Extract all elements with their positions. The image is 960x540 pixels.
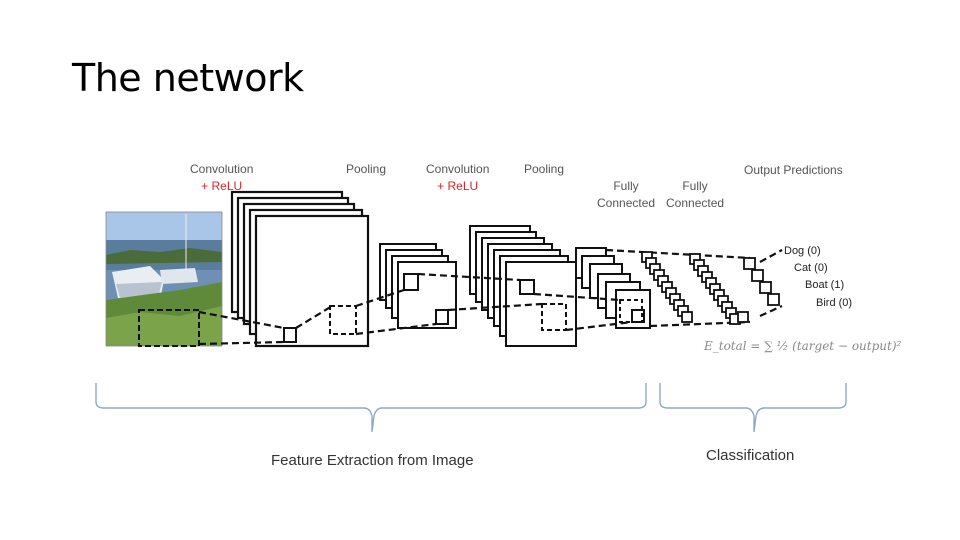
stage-header-fully-connected-2: Fully Connected [666,161,724,212]
stage-label: Convolution [190,162,254,176]
connection-lines [198,248,783,346]
output-neurons [743,257,780,306]
pool2-feature-maps [575,247,651,329]
pool1-feature-maps [379,243,457,329]
conv1-feature-maps [230,190,370,348]
stage-header-convolution-1: Convolution + ReLU [190,161,253,195]
loss-formula: E_total = ∑ ½ (target − output)² [704,339,902,353]
stage-header-output-predictions: Output Predictions [744,162,843,179]
stage-header-pooling-2: Pooling [524,161,564,178]
stage-header-fully-connected-1: Fully Connected [597,161,655,212]
group-brackets [95,383,847,433]
output-label-boat: Boat (1) [805,279,845,291]
stage-label: Fully Connected [666,179,725,210]
output-label-cat: Cat (0) [794,262,828,274]
feature-extraction-bracket [95,383,647,433]
relu-label: + ReLU [437,179,479,193]
fc1-neurons [641,251,693,323]
fc2-neurons [689,253,749,325]
feature-extraction-label: Feature Extraction from Image [271,452,474,469]
slide-title: The network [72,56,304,100]
classification-bracket [659,383,847,433]
relu-label: + ReLU [201,179,243,193]
stage-header-pooling-1: Pooling [346,161,386,178]
stage-label: Pooling [346,162,387,176]
stage-header-convolution-2: Convolution + ReLU [426,161,489,195]
stage-label: Output Predictions [744,163,843,177]
output-label-bird: Bird (0) [816,297,853,309]
conv2-feature-maps [469,225,577,347]
stage-label: Fully Connected [597,179,656,210]
stage-label: Convolution [426,162,490,176]
classification-label: Classification [706,447,795,464]
input-image [105,211,223,347]
stage-label: Pooling [524,162,565,176]
receptive-field-markers [138,273,645,347]
output-label-dog: Dog (0) [784,245,821,257]
